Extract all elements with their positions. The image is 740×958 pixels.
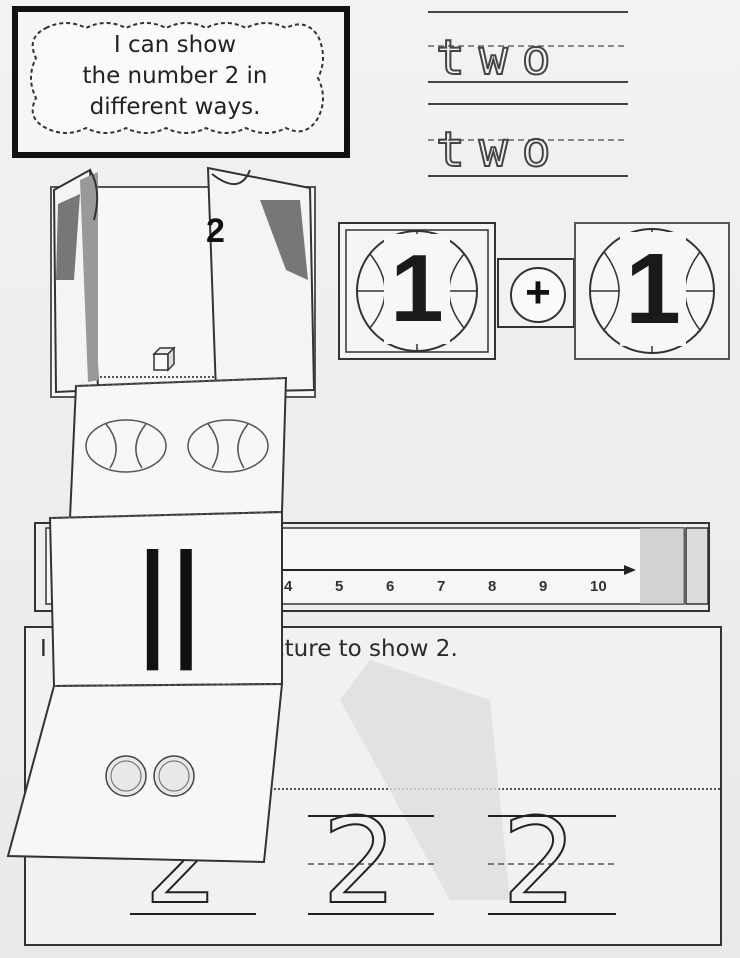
learning-target-line1: I can show bbox=[113, 32, 237, 58]
plus-operator: + bbox=[525, 268, 551, 317]
unit-cube-icon bbox=[152, 346, 176, 372]
number-line-tick-label: 4 bbox=[284, 578, 293, 595]
trace-word: two bbox=[435, 121, 565, 179]
scalloped-frame-icon bbox=[30, 22, 324, 134]
trace-word-row-2: two bbox=[428, 100, 628, 179]
number-line-tick-label: 8 bbox=[488, 578, 497, 595]
addend-left: 1 bbox=[384, 234, 450, 344]
number-line-tick-label: 7 bbox=[437, 578, 446, 595]
number-line-tick-label: 6 bbox=[386, 578, 395, 595]
draw-prompt-end: cture to show 2. bbox=[272, 636, 458, 662]
addend-right: 1 bbox=[620, 232, 686, 346]
ball-card-left: 1 bbox=[338, 222, 496, 360]
learning-target-line3: different ways. bbox=[89, 94, 261, 120]
fold-strip bbox=[6, 376, 288, 864]
tally-marks: || bbox=[140, 527, 207, 670]
trace-word: two bbox=[435, 29, 565, 87]
fold-shadow bbox=[340, 660, 510, 900]
jersey-icon bbox=[52, 166, 316, 394]
plus-box: + bbox=[497, 258, 575, 328]
number-line-tick-label: 5 bbox=[335, 578, 344, 595]
trace-digit: 2 bbox=[501, 792, 578, 930]
jersey-number: 2 bbox=[206, 212, 225, 250]
number-line-tick-label: 10 bbox=[590, 578, 607, 595]
learning-target-line2: the number 2 in bbox=[82, 63, 268, 89]
trace-digit: 2 bbox=[321, 792, 398, 930]
ball-card-right: 1 bbox=[574, 222, 730, 360]
number-line-tick-label: 9 bbox=[539, 578, 548, 595]
draw-prompt-start: I bbox=[40, 636, 47, 662]
learning-target: I can show the number 2 in different way… bbox=[40, 30, 310, 123]
trace-word-row-1: two bbox=[428, 10, 628, 87]
